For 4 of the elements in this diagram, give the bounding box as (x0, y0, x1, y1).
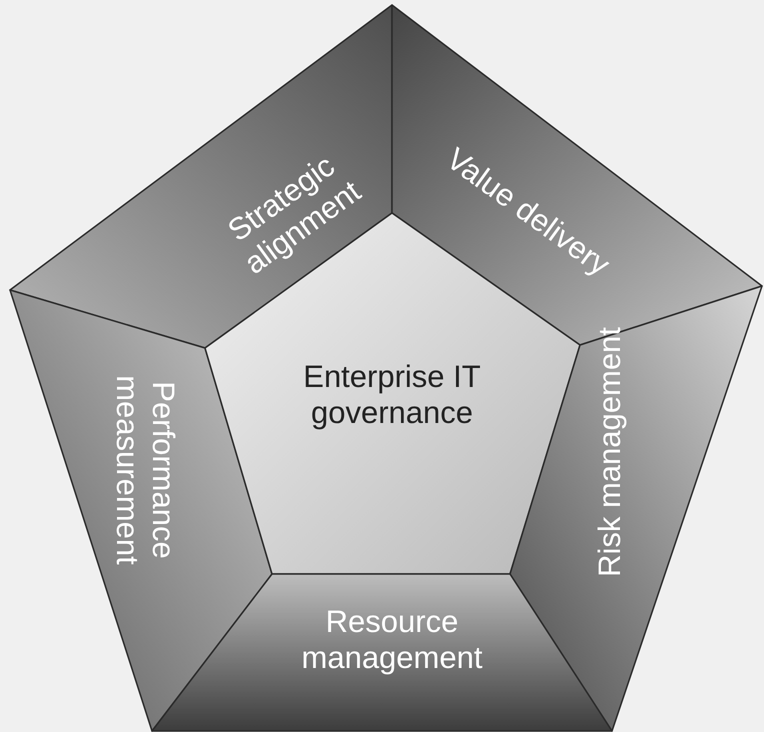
center-label: Enterprise IT governance (302, 359, 482, 431)
segment-label: Performance measurement (109, 374, 181, 567)
segment-label: Risk management (592, 326, 628, 579)
segment-label: Resource management (300, 604, 484, 676)
